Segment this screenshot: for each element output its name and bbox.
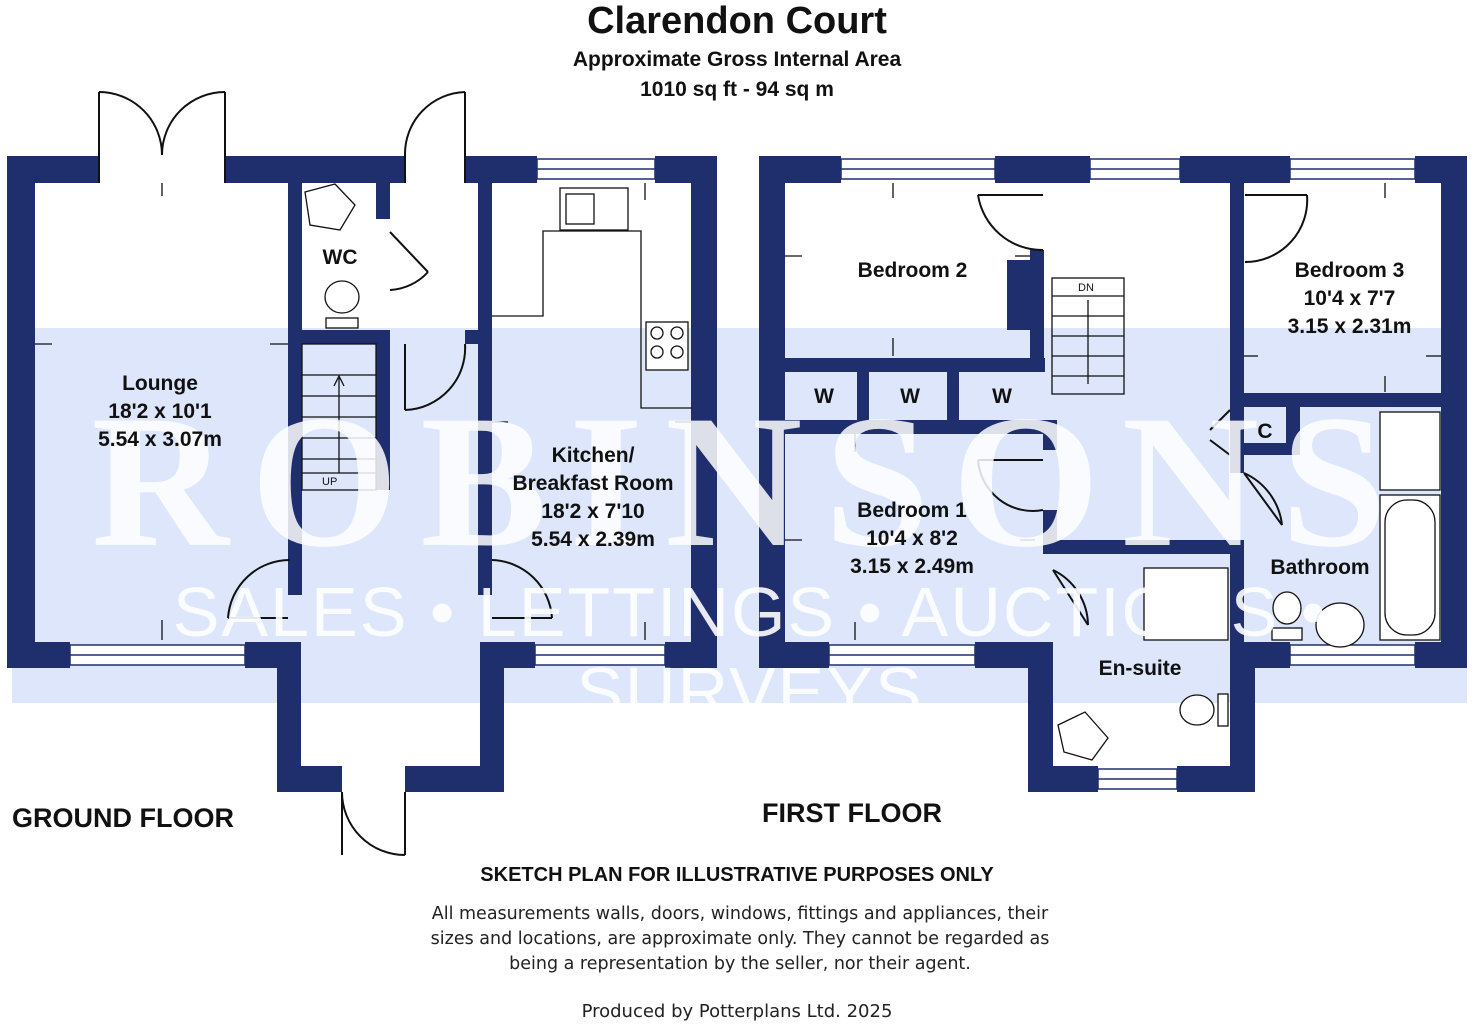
wardrobe-1: W [814,385,834,408]
first-floor-label: FIRST FLOOR [762,798,942,828]
room-name: Kitchen/ [551,444,635,467]
room-name: Bathroom [1270,556,1370,579]
cupboard-label: C [1257,420,1273,443]
room-bathroom: Bathroom [1255,554,1385,582]
room-name: Bedroom 1 [857,499,967,522]
room-bedroom-3: Bedroom 3 10'4 x 7'7 3.15 x 2.31m [1262,257,1437,341]
ground-floor-windows [69,158,666,666]
disclaimer-line: All measurements walls, doors, windows, … [431,904,1049,924]
ground-floor-walls [7,156,717,792]
room-name: Lounge [122,372,198,395]
wardrobe-2: W [900,385,920,408]
ground-stairs [301,343,377,491]
room-name-2: Breakfast Room [512,472,674,495]
room-lounge: Lounge 18'2 x 10'1 5.54 x 3.07m [70,370,250,454]
room-metric: 5.54 x 3.07m [98,428,222,451]
disclaimer-line: being a representation by the seller, no… [509,954,971,974]
first-floor-walls [759,156,1467,792]
first-floor-windows [828,158,1416,790]
first-stairs [1051,277,1125,395]
room-metric: 5.54 x 2.39m [531,528,655,551]
room-imperial: 18'2 x 10'1 [108,400,212,423]
room-name: WC [322,246,358,269]
room-name: Bedroom 2 [857,259,968,282]
room-imperial: 18'2 x 7'10 [541,500,645,523]
room-imperial: 10'4 x 8'2 [866,527,958,550]
ground-floor-label: GROUND FLOOR [12,803,234,833]
room-kitchen: Kitchen/ Breakfast Room 18'2 x 7'10 5.54… [495,442,691,554]
room-imperial: 10'4 x 7'7 [1303,287,1396,310]
room-bedroom-2: Bedroom 2 [830,257,995,285]
measurement-arrows [35,183,1441,640]
room-metric: 3.15 x 2.31m [1287,315,1412,338]
room-wc: WC [305,244,375,272]
area-value: 1010 sq ft - 94 sq m [640,78,834,101]
room-name: En-suite [1098,657,1182,680]
stairs-up-label: UP [322,476,338,488]
bath-fittings [1057,411,1441,761]
wc-fittings [304,183,360,329]
disclaimer-heading: SKETCH PLAN FOR ILLUSTRATIVE PURPOSES ON… [480,864,994,886]
disclaimer-text: All measurements walls, doors, windows, … [400,902,1080,977]
room-ensuite: En-suite [1075,655,1205,683]
disclaimer-line: sizes and locations, are approximate onl… [430,929,1050,949]
watermark-brand: ROBINSONS [91,377,1409,587]
first-floor-doors [977,194,1309,626]
kitchen-fittings [492,187,692,409]
page-title: Clarendon Court [587,0,887,42]
credit-line: Produced by Potterplans Ltd. 2025 [581,1001,893,1022]
ground-floor-doors [98,91,553,856]
room-bedroom-1: Bedroom 1 10'4 x 8'2 3.15 x 2.49m [812,497,1012,581]
room-metric: 3.15 x 2.49m [850,555,974,578]
area-label: Approximate Gross Internal Area [572,48,902,71]
stairs-down-label: DN [1078,282,1094,294]
wardrobe-3: W [992,385,1012,408]
room-name: Bedroom 3 [1294,259,1405,282]
watermark-tagline: SALES • LETTINGS • AUCTIONS • SURVEYS [172,573,1328,731]
